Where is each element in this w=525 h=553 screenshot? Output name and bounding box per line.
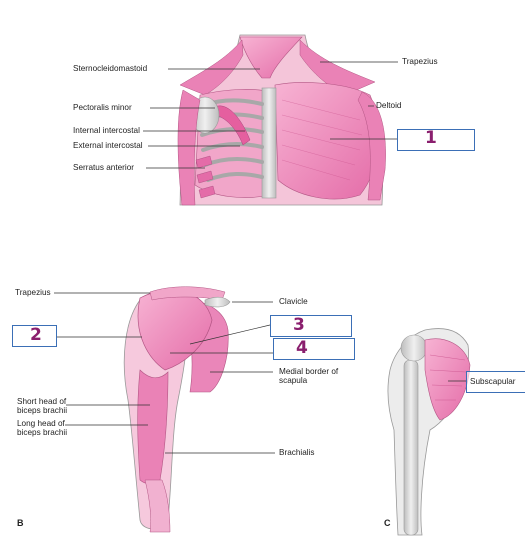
panel-letter-c: C <box>384 518 391 528</box>
handwritten-answer-1: 1 <box>425 128 437 148</box>
label-trapezius-b: Trapezius <box>15 288 51 297</box>
answer-box-1[interactable] <box>397 129 475 151</box>
label-subscapularis: Subscapular <box>470 377 516 386</box>
handwritten-answer-3: 3 <box>293 315 305 335</box>
label-serratus-anterior: Serratus anterior <box>73 163 134 172</box>
label-brachialis: Brachialis <box>279 448 315 457</box>
label-pectoralis-minor: Pectoralis minor <box>73 103 132 112</box>
label-external-intercostal: External intercostal <box>73 141 143 150</box>
label-sternocleidomastoid: Sternocleidomastoid <box>73 64 148 73</box>
label-short-head-biceps: Short head of biceps brachii <box>17 397 68 416</box>
answer-box-3[interactable] <box>270 315 352 337</box>
label-long-head-biceps: Long head of biceps brachii <box>17 419 68 438</box>
handwritten-answer-4: 4 <box>296 338 308 358</box>
label-medial-border: Medial border of scapula <box>279 367 339 386</box>
label-clavicle: Clavicle <box>279 297 308 306</box>
answer-box-subscapularis[interactable] <box>466 371 525 393</box>
answer-box-2[interactable] <box>12 325 57 347</box>
answer-box-4[interactable] <box>273 338 355 360</box>
label-deltoid: Deltoid <box>376 101 402 110</box>
label-internal-intercostal: Internal intercostal <box>73 126 140 135</box>
panel-letter-b: B <box>17 518 24 528</box>
label-trapezius-a: Trapezius <box>402 57 438 66</box>
handwritten-answer-2: 2 <box>30 325 42 345</box>
